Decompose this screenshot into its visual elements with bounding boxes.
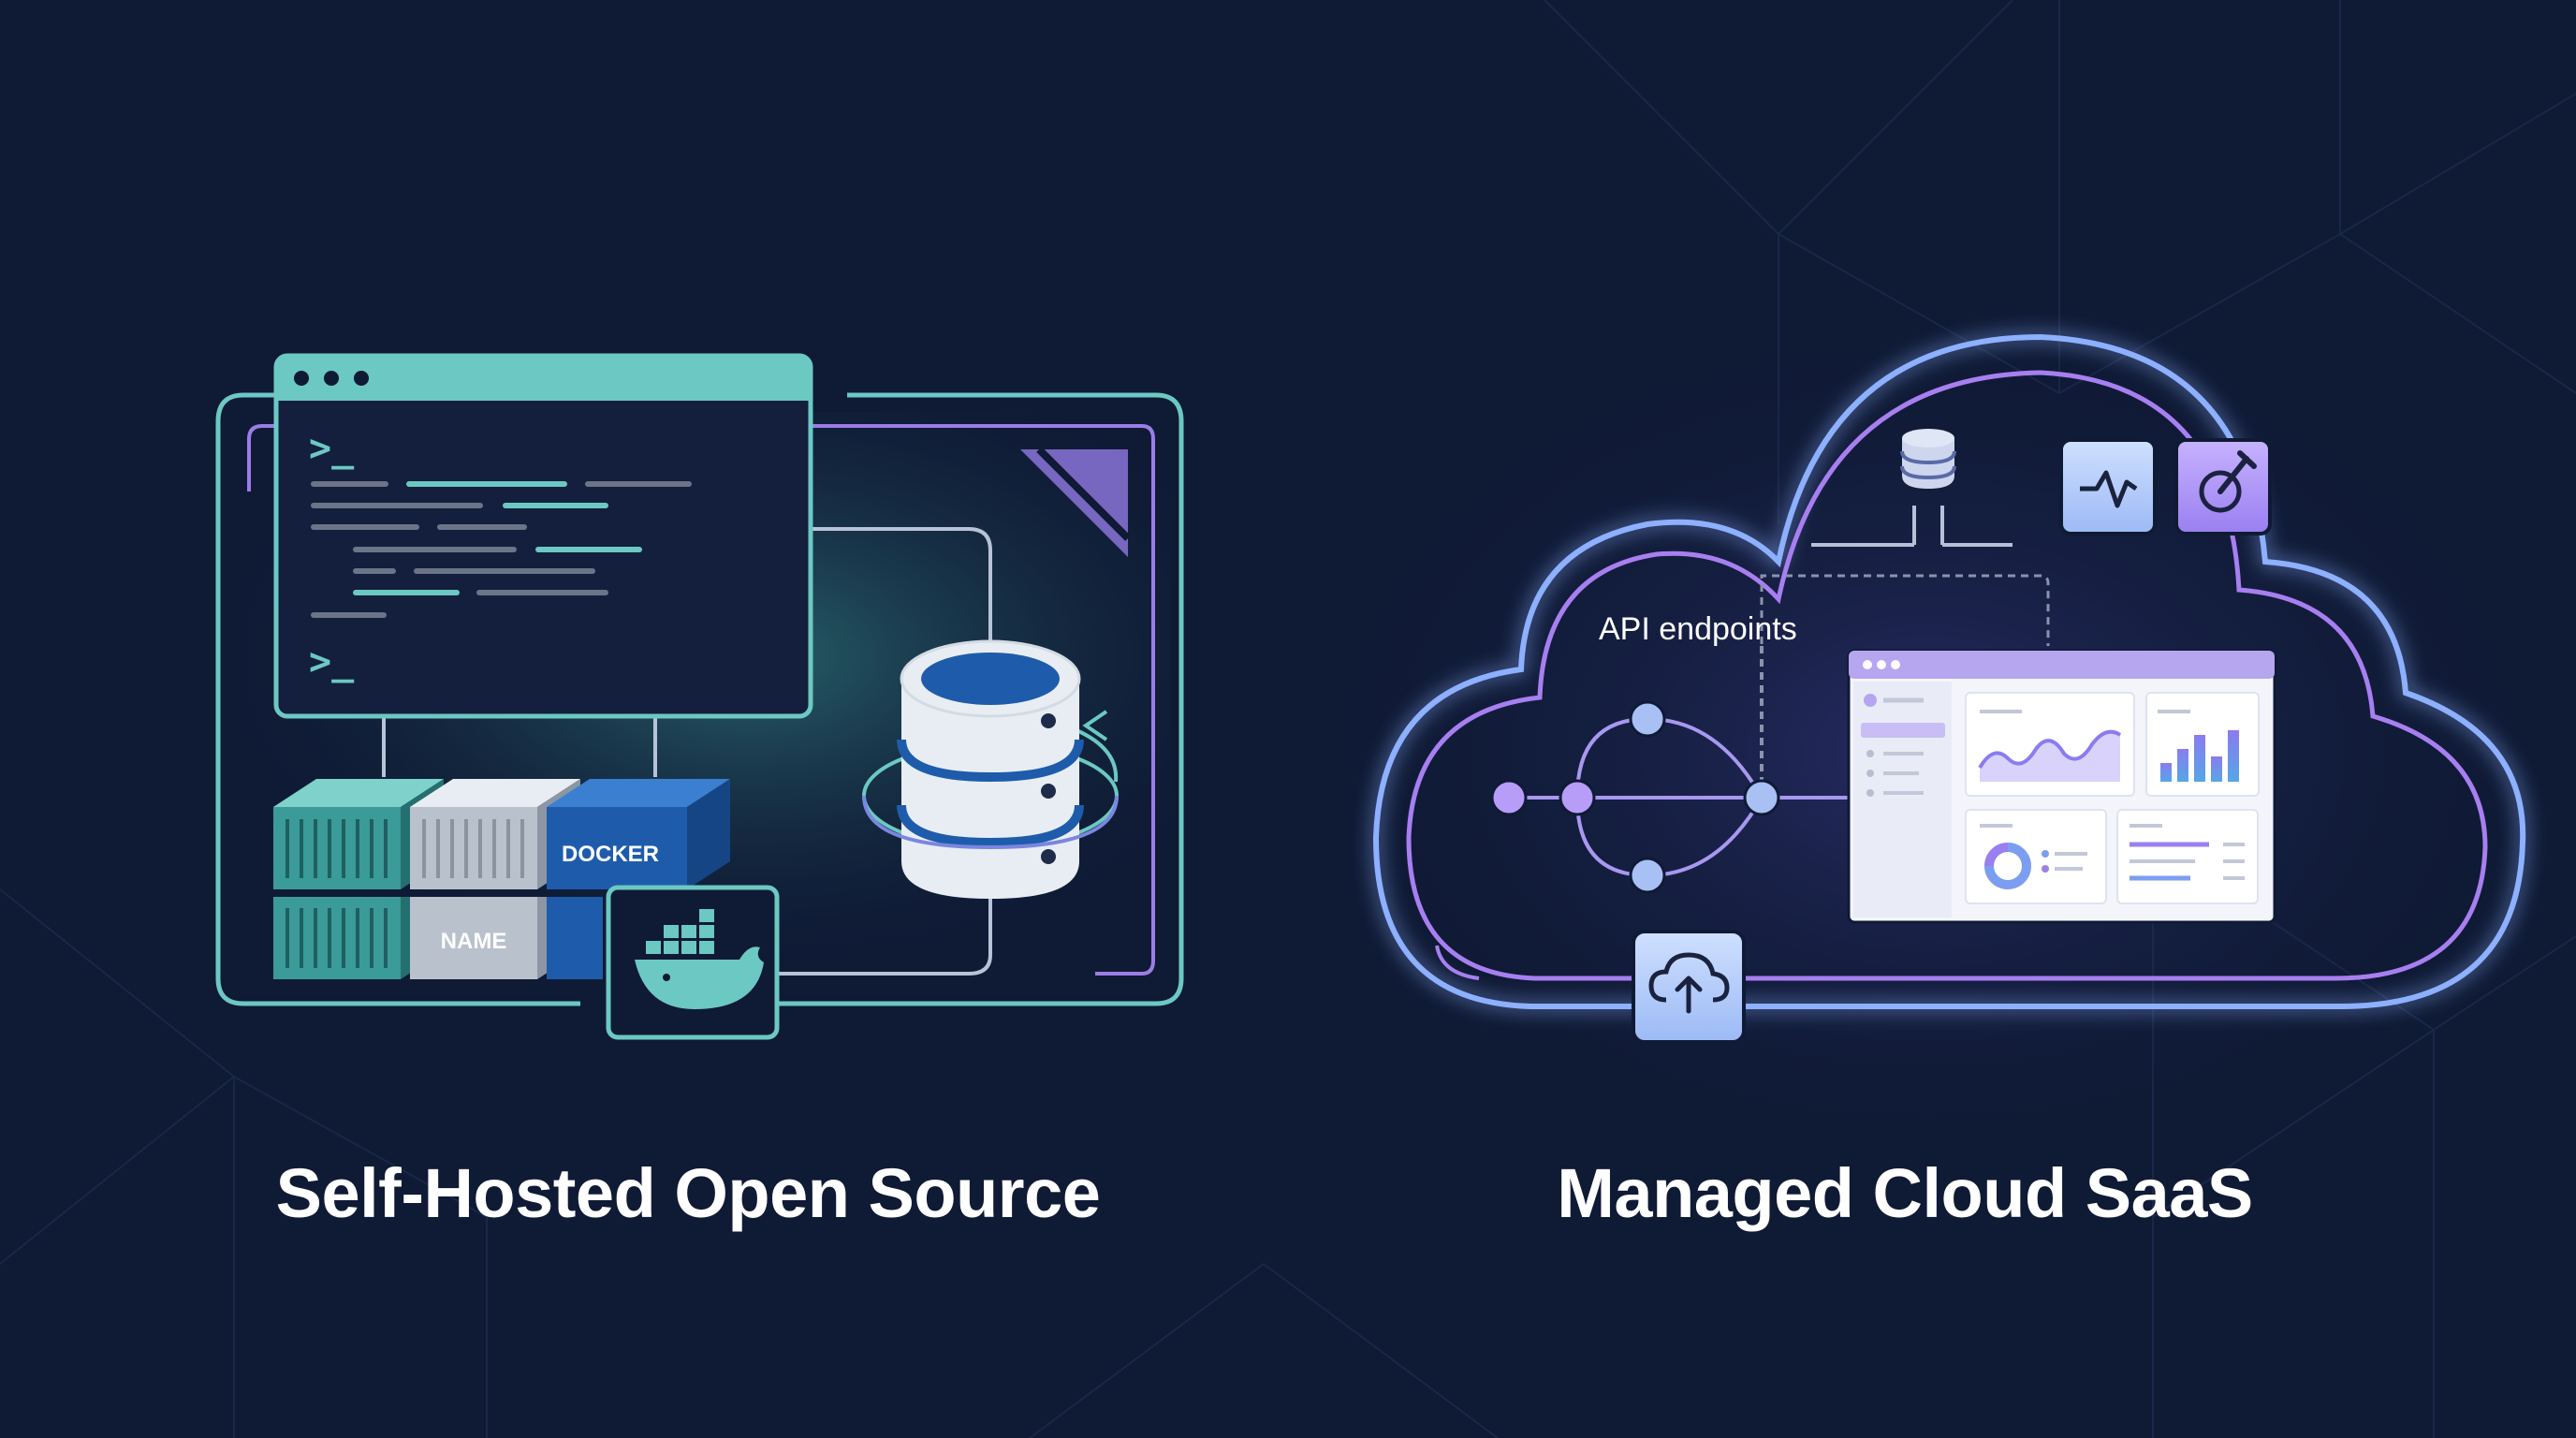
api-endpoints-label: API endpoints [1599, 611, 1797, 647]
cloud-upload-icon [1632, 930, 1746, 1044]
donut-chart-icon [1965, 809, 2107, 904]
terminal-prompt-bottom: >_ [309, 640, 355, 683]
api-node-network [1490, 646, 1849, 894]
inner-frame [247, 424, 1155, 976]
container-label-name: NAME [441, 929, 507, 954]
wrench-gear-icon [2174, 438, 2272, 536]
container-label-docker: DOCKER [562, 842, 659, 867]
docker-whale-icon [606, 885, 780, 1040]
self-hosted-caption: Self-Hosted Open Source [275, 1154, 1101, 1232]
shipping-container-icon: DOCKER NAME [273, 779, 730, 979]
database-icon [1900, 429, 1956, 489]
dashboard-window-icon [1847, 649, 2276, 924]
bar-chart-icon [2145, 692, 2260, 797]
outer-frame [215, 392, 1184, 1006]
database-icon [862, 639, 1119, 899]
managed-cloud-illustration: API endpoints [1348, 309, 2526, 1114]
corner-accent [1020, 449, 1128, 557]
activity-pulse-icon [2059, 438, 2157, 536]
list-card [2116, 809, 2259, 904]
terminal-prompt-top: >_ [309, 427, 355, 470]
managed-cloud-caption: Managed Cloud SaaS [1557, 1154, 2253, 1232]
cloud-outline-icon [1372, 333, 2526, 1009]
self-hosted-illustration: >_ >_ [215, 353, 1184, 1040]
terminal-window-icon: >_ >_ [273, 353, 813, 719]
line-chart-icon [1965, 692, 2135, 797]
